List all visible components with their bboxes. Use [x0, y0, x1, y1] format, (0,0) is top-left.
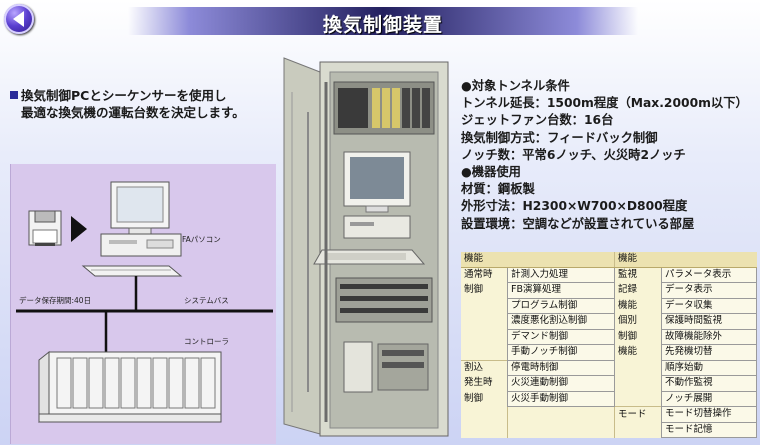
equipment-heading: ●機器使用	[461, 165, 521, 180]
table-row: モード モード切替操作	[461, 406, 757, 423]
right-item: ノッチ展開	[661, 390, 757, 407]
system-diagram: FAパソコン データ保存期間:40日 システムバス コントローラ	[10, 164, 276, 444]
controller-label: コントローラ	[184, 337, 229, 346]
normal-item: デマンド制御	[507, 328, 615, 345]
right-category	[614, 391, 662, 407]
page-title: 換気制御装置	[322, 14, 443, 36]
right-item: 保護時間監視	[661, 313, 757, 330]
right-item: 順序始動	[661, 359, 757, 376]
right-item: パラメータ表示	[661, 266, 757, 283]
right-category	[614, 375, 662, 391]
bus-label: システムバス	[184, 296, 229, 305]
right-item: データ表示	[661, 282, 757, 299]
environment: 設置環境：空調などが設置されている部屋	[461, 216, 695, 231]
right-category: 個別	[614, 313, 662, 329]
table-row: 制御 火災手動制御 ノッチ展開	[461, 390, 757, 407]
normal-group-label-2: 制御	[464, 284, 484, 296]
tunnel-length: トンネル延長：1500m程度（Max.2000m以下）	[461, 96, 748, 111]
right-item: 先発機切替	[661, 344, 757, 361]
normal-item: FB演算処理	[507, 282, 615, 299]
right-category: 監視	[614, 267, 662, 283]
fire-item: 火災手動制御	[507, 390, 615, 407]
fire-group-label-3: 制御	[464, 392, 484, 404]
pc-icon	[81, 181, 183, 277]
normal-item: 手動ノッチ制御	[507, 344, 615, 361]
arrow-icon	[71, 216, 87, 242]
table-row: モード記憶	[461, 421, 757, 438]
notch-count: ノッチ数：平常6ノッチ、火災時2ノッチ	[461, 147, 686, 162]
table-row: 割込 停電時制御 順序始動	[461, 359, 757, 376]
normal-item: プログラム制御	[507, 297, 615, 314]
controller-icon	[38, 350, 222, 424]
control-cabinet-photo	[282, 52, 452, 442]
mode-item: モード切替操作	[661, 406, 757, 423]
intro-line-2: 最適な換気機の運転台数を決定します。	[21, 105, 245, 120]
intro-note: 換気制御PCとシーケンサーを使用し 最適な換気機の運転台数を決定します。	[10, 87, 285, 121]
back-arrow-icon	[13, 11, 24, 27]
floppy-disk-icon	[28, 210, 62, 246]
fire-group-label-2: 発生時	[464, 377, 493, 389]
storage-label: データ保存期間:40日	[19, 296, 92, 305]
cabinet-illustration	[283, 57, 449, 437]
normal-item: 計測入力処理	[507, 266, 615, 283]
jet-fan-count: ジェットファン台数：16台	[461, 113, 614, 128]
intro-line-1: 換気制御PCとシーケンサーを使用し	[21, 88, 227, 103]
mode-label: モード	[614, 406, 662, 422]
pc-label: FAパソコン	[182, 235, 221, 244]
table-row: プログラム制御 機能 データ収集	[461, 297, 757, 314]
normal-item: 濃度悪化割込制御	[507, 313, 615, 330]
right-item: 不動作監視	[661, 375, 757, 392]
dimensions: 外形寸法：H2300×W700×D800程度	[461, 199, 688, 214]
tunnel-conditions-heading: ●対象トンネル条件	[461, 79, 570, 93]
material: 材質：鋼板製	[461, 182, 535, 197]
right-item: 故障機能除外	[661, 328, 757, 345]
spec-list: ●対象トンネル条件 トンネル延長：1500m程度（Max.2000m以下） ジェ…	[461, 78, 756, 233]
table-row: 発生時 火災連動制御 不動作監視	[461, 375, 757, 392]
right-category: 制御	[614, 329, 662, 345]
fire-item: 火災連動制御	[507, 375, 615, 392]
title-bar: 換気制御装置	[128, 7, 638, 36]
header-right: 機能	[614, 252, 757, 268]
square-bullet-icon	[10, 91, 18, 99]
fire-group-label-1: 割込	[461, 359, 508, 376]
system-diagram-drawing	[16, 181, 273, 424]
fire-item: 停電時制御	[507, 359, 615, 376]
back-button[interactable]	[4, 4, 34, 34]
table-header-row: 機能 機能	[461, 252, 757, 268]
right-item: データ収集	[661, 297, 757, 314]
control-method: 換気制御方式：フィードバック制御	[461, 130, 658, 145]
mode-item: モード記憶	[661, 421, 757, 438]
table-row: 制御 FB演算処理 記録 データ表示	[461, 282, 757, 299]
table-row: 通常時 計測入力処理 監視 パラメータ表示	[461, 266, 757, 283]
right-category: 機能	[614, 298, 662, 314]
table-row: 手動ノッチ制御 機能 先発機切替	[461, 344, 757, 361]
right-category: 記録	[614, 282, 662, 298]
table-row: デマンド制御 制御 故障機能除外	[461, 328, 757, 345]
function-table: 機能 機能 通常時 計測入力処理 監視 パラメータ表示 制御 FB演算処理 記録…	[461, 252, 757, 438]
header-left: 機能	[461, 252, 615, 268]
table-row: 濃度悪化割込制御 個別 保護時間監視	[461, 313, 757, 330]
normal-group-label-1: 通常時	[464, 269, 493, 280]
right-category: 機能	[614, 344, 662, 360]
right-category	[614, 360, 662, 376]
